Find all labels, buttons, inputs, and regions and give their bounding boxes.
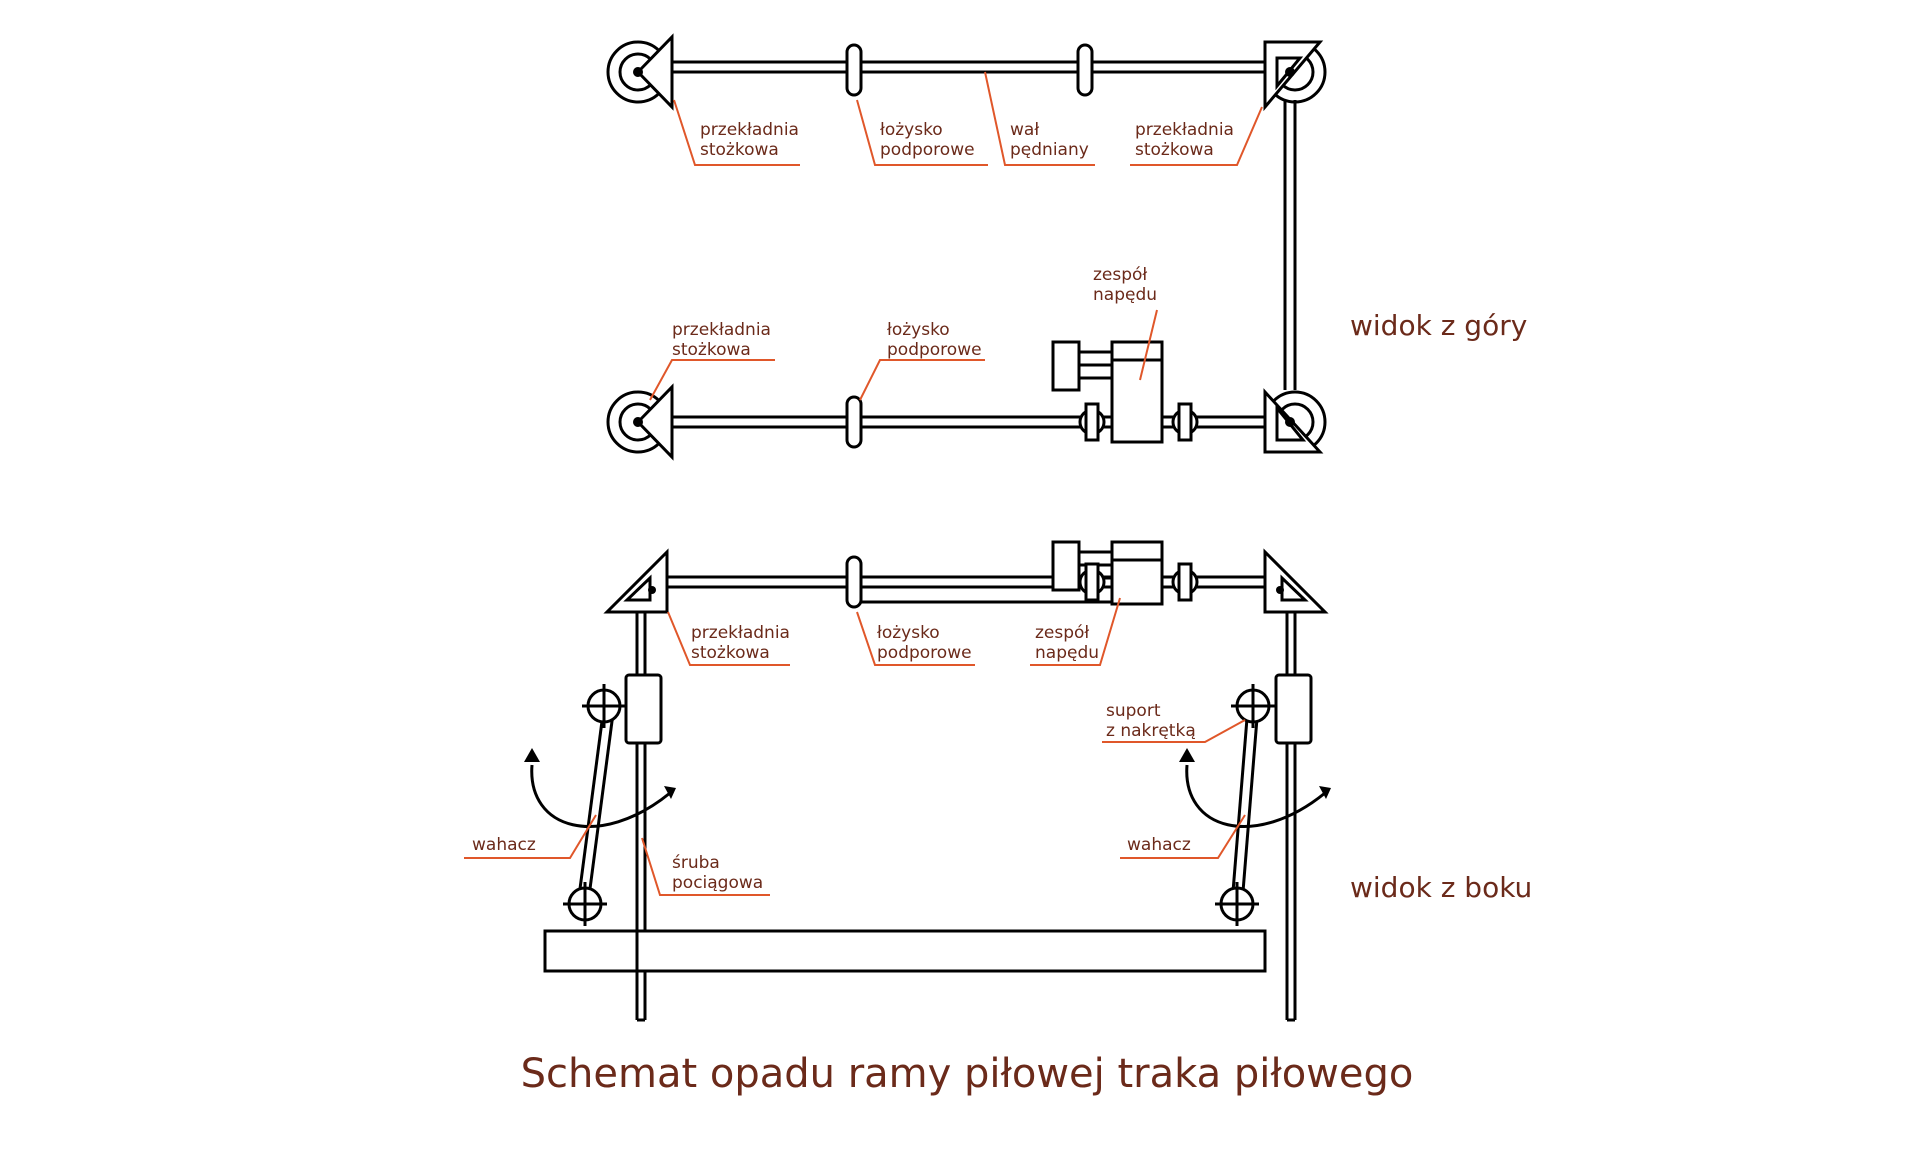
- label-top-bevel-right-1: przekładnia: [1135, 120, 1234, 140]
- leader-side-support: [1102, 719, 1246, 743]
- side-view: przekładnia stożkowa łożysko podporowe z…: [464, 540, 1532, 1022]
- label-side-bearing-1: łożysko: [877, 623, 940, 643]
- bearing-bottom: [845, 395, 863, 449]
- rotation-arrow-right: [1179, 748, 1331, 828]
- label-top-bearing-1-1: łożysko: [880, 120, 943, 140]
- side-bevel-left: [603, 548, 669, 614]
- side-bearing: [845, 555, 863, 609]
- label-top-shaft-1: wał: [1010, 120, 1039, 140]
- label-side-screw-1: śruba: [672, 853, 720, 873]
- view-label-side: widok z boku: [1350, 871, 1532, 904]
- leader-top-bevel-bottom: [649, 359, 775, 401]
- rocker-left: [563, 684, 626, 926]
- leader-side-screw: [641, 837, 770, 896]
- side-bevel-right: [1263, 548, 1329, 614]
- drive-unit-top: [1051, 340, 1199, 444]
- label-top-bearing-2-2: podporowe: [887, 340, 982, 360]
- view-label-top: widok z góry: [1350, 309, 1527, 342]
- leader-side-bearing: [856, 611, 975, 666]
- label-side-bevel-2: stożkowa: [691, 643, 770, 663]
- rotation-arrow-left: [524, 748, 676, 828]
- label-side-support-1: suport: [1106, 701, 1161, 721]
- label-top-bevel-bottom-2: stożkowa: [672, 340, 751, 360]
- bevel-gear-bottom-right: [1263, 388, 1327, 454]
- saw-frame: [543, 929, 1267, 973]
- label-top-bevel-right-2: stożkowa: [1135, 140, 1214, 160]
- bearing-top-1: [845, 43, 863, 97]
- nut-support-right: [1274, 673, 1313, 745]
- bevel-gear-bottom-left: [606, 383, 674, 461]
- label-side-rocker-right: wahacz: [1127, 835, 1191, 855]
- leader-top-bearing-2: [859, 359, 985, 401]
- label-top-drive-2: napędu: [1093, 285, 1157, 305]
- top-view: przekładnia stożkowa łożysko podporowe w…: [606, 33, 1527, 461]
- leader-side-rocker-right: [1120, 814, 1246, 859]
- label-side-bearing-2: podporowe: [877, 643, 972, 663]
- drive-unit-side: [1051, 540, 1199, 606]
- leader-side-bevel: [667, 611, 790, 666]
- label-side-drive-1: zespół: [1035, 623, 1089, 643]
- label-top-bevel-left-1: przekładnia: [700, 120, 799, 140]
- diagram-title: Schemat opadu ramy piłowej traka piłoweg…: [521, 1051, 1414, 1097]
- side-shaft: [667, 575, 1265, 604]
- label-side-bevel-1: przekładnia: [691, 623, 790, 643]
- bearing-top-2: [1076, 43, 1094, 97]
- label-top-bevel-bottom-1: przekładnia: [672, 320, 771, 340]
- bevel-gear-top-right: [1263, 40, 1327, 112]
- label-side-support-2: z nakrętką: [1106, 721, 1196, 741]
- leader-top-bevel-left: [673, 99, 800, 166]
- bevel-gear-top-left: [606, 33, 674, 111]
- leader-side-rocker-left: [464, 814, 597, 859]
- label-top-shaft-2: pędniany: [1010, 140, 1089, 160]
- label-top-drive-1: zespół: [1093, 265, 1147, 285]
- label-top-bearing-2-1: łożysko: [887, 320, 950, 340]
- label-side-screw-2: pociągowa: [672, 873, 763, 893]
- leader-top-bevel-right: [1130, 106, 1263, 166]
- leader-side-drive: [1030, 597, 1121, 666]
- leader-top-bearing-1: [856, 99, 988, 166]
- top-right-shaft: [1283, 100, 1297, 390]
- leader-top-shaft: [984, 71, 1095, 166]
- top-lower-shaft: [672, 415, 1265, 429]
- label-side-rocker-left: wahacz: [472, 835, 536, 855]
- rocker-right: [1215, 684, 1275, 926]
- nut-support-left: [624, 673, 663, 745]
- label-top-bevel-left-2: stożkowa: [700, 140, 779, 160]
- label-side-drive-2: napędu: [1035, 643, 1099, 663]
- label-top-bearing-1-2: podporowe: [880, 140, 975, 160]
- leader-top-drive: [1139, 309, 1158, 381]
- top-upper-shaft: [672, 60, 1265, 74]
